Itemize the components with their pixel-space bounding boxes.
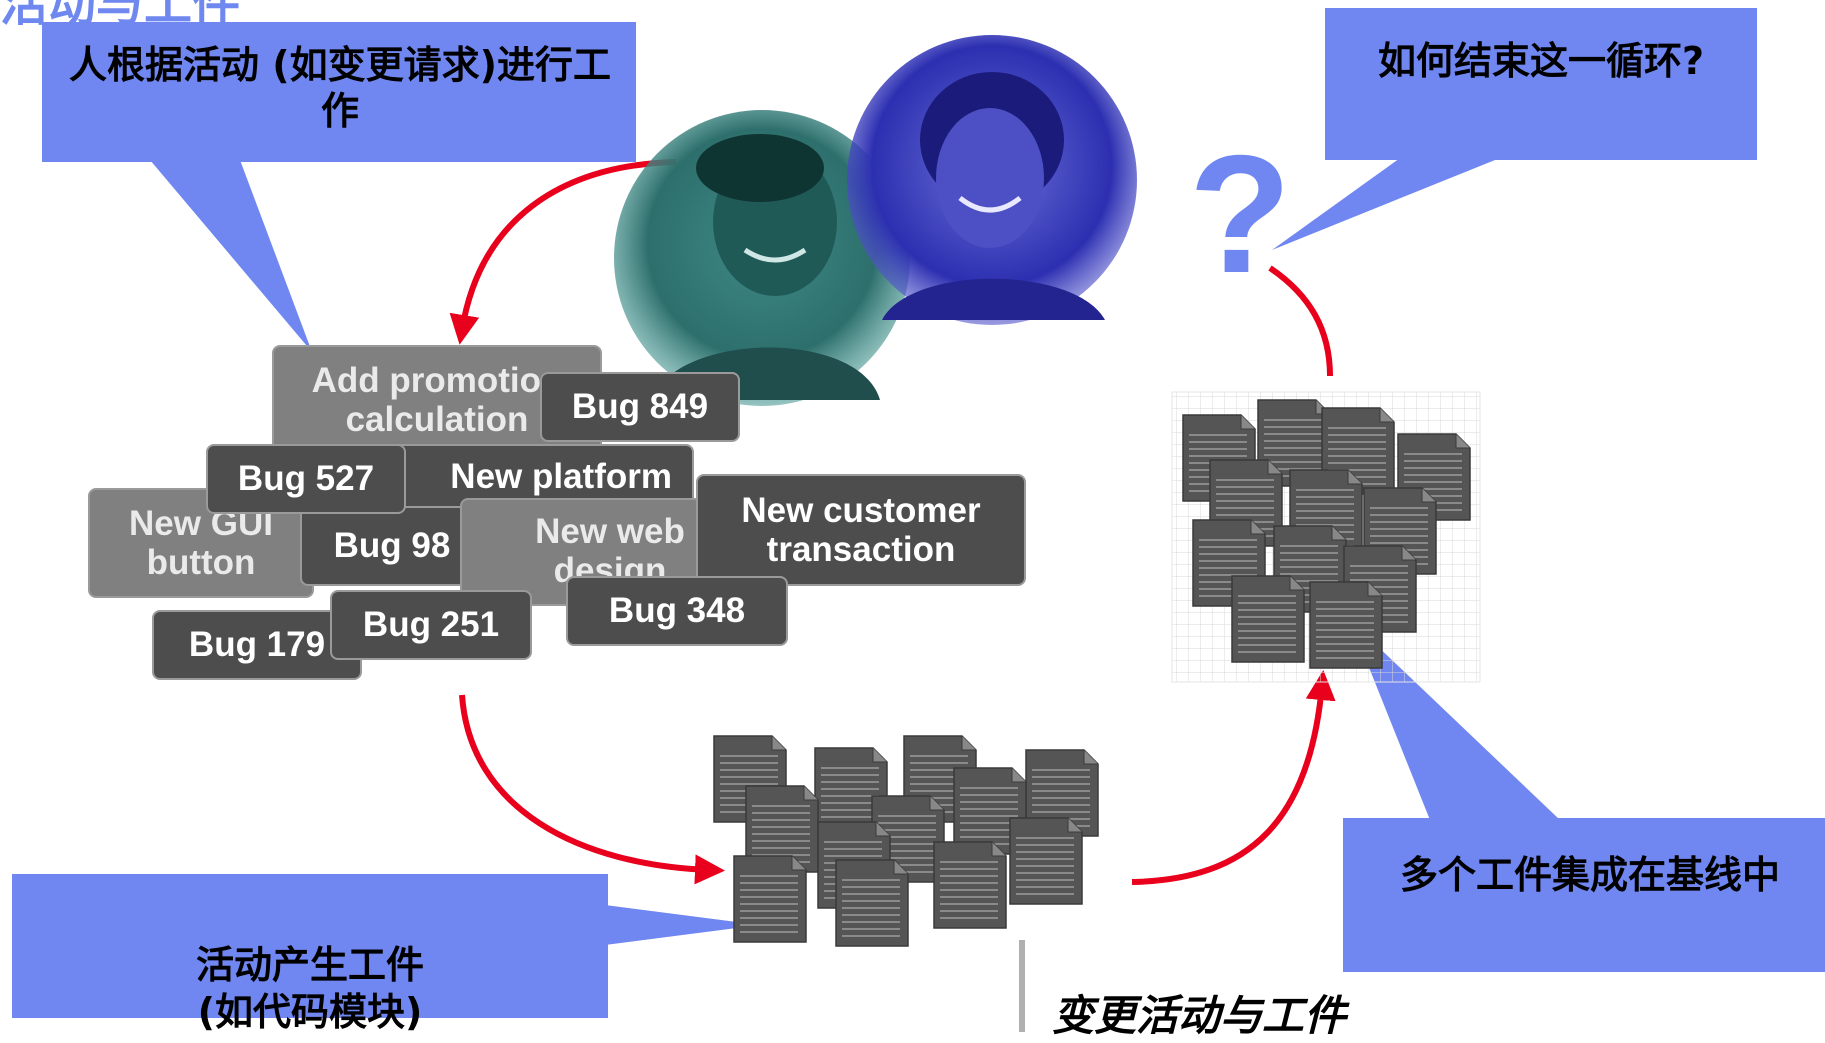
card-bug-527[interactable]: Bug 527 [206,444,406,514]
callout-produce-shape [12,874,760,1018]
card-bug-348-label: Bug 348 [608,591,746,631]
card-new-customer-label: New customer transaction [741,490,981,569]
callout-produce: 活动产生工件 (如代码模块) [20,896,600,1035]
callout-people-work-shape [42,22,636,352]
card-bug-251[interactable]: Bug 251 [330,590,532,660]
card-bug-849-label: Bug 849 [571,387,709,427]
arrow-artifacts-to-baseline [1131,670,1336,885]
callout-baseline: 多个工件集成在基线中 [1380,852,1800,898]
callout-loop-end: 如何结束这一循环? [1330,38,1752,84]
card-bug-251-label: Bug 251 [362,605,500,645]
callout-loop-end-text: 如何结束这一循环? [1377,39,1705,83]
arrow-activities-to-artifacts [459,694,725,885]
callout-produce-text: 活动产生工件 (如代码模块) [195,943,424,1034]
card-bug-179-label: Bug 179 [188,625,326,665]
card-bug-527-label: Bug 527 [237,459,375,499]
person-woman-avatar [847,35,1137,325]
baseline-documents [1171,391,1481,683]
callout-people-work: 人根据活动 (如变更请求)进行工作 [60,42,620,135]
artifact-documents [713,735,1099,947]
card-bug-179[interactable]: Bug 179 [152,610,362,680]
slide-caption: 变更活动与工件 [1052,991,1347,1040]
callout-people-work-text: 人根据活动 (如变更请求)进行工作 [69,43,611,134]
card-new-gui-label: New GUI button [129,503,273,582]
question-mark: ? [1189,120,1292,308]
arrow-people-to-activities [449,159,677,345]
card-new-gui[interactable]: New GUI button [88,488,314,598]
slide-title: 活动与工件 [0,0,241,32]
card-bug-849[interactable]: Bug 849 [540,372,740,442]
callout-baseline-text: 多个工件集成在基线中 [1399,853,1780,897]
card-new-platform-label: New platform [450,457,672,497]
card-bug-98-label: Bug 98 [333,526,451,566]
card-add-promotion-label: Add promotion calculation [311,360,563,439]
card-new-customer[interactable]: New customer transaction [696,474,1026,586]
arrow-baseline-to-question [1268,265,1333,377]
card-bug-98[interactable]: Bug 98 [300,506,484,586]
card-bug-348[interactable]: Bug 348 [566,576,788,646]
callout-loop-end-shape [1272,8,1757,250]
